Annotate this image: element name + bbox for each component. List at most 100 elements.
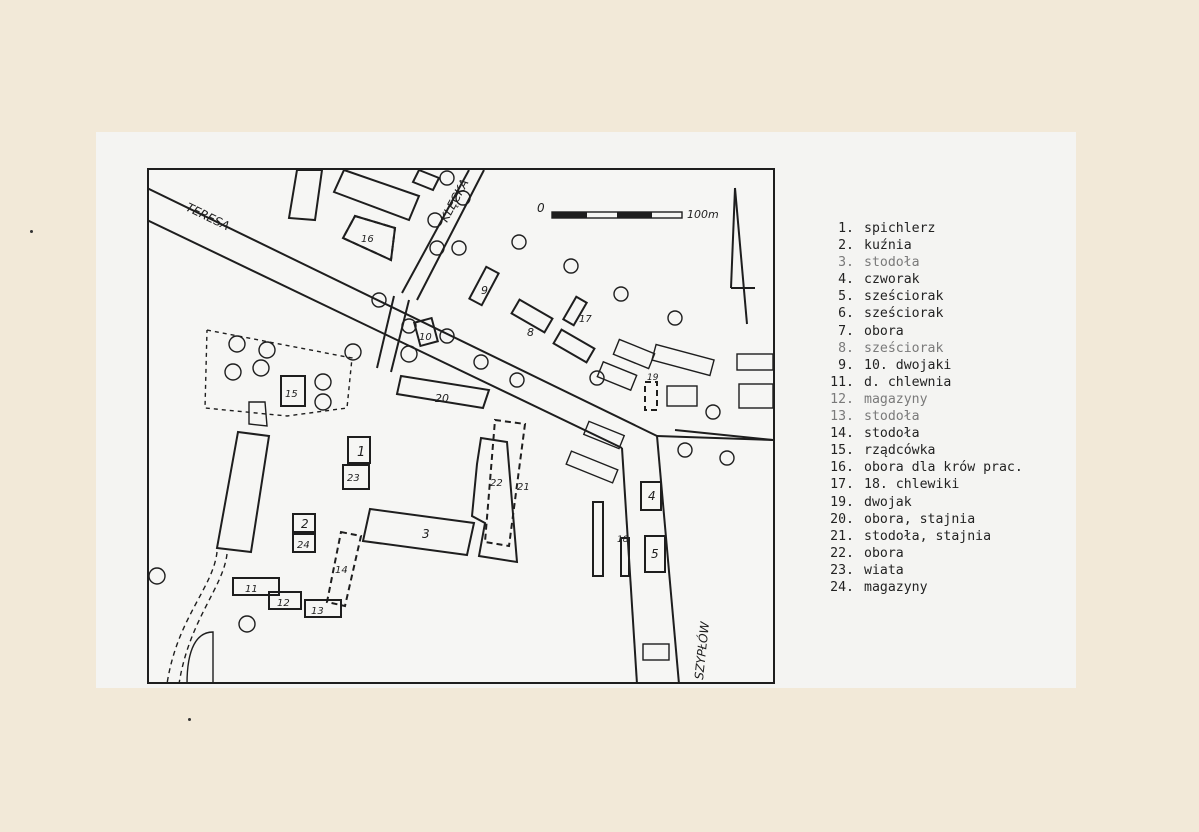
- legend-text: obora: [864, 323, 904, 339]
- dashed-buildings: [325, 214, 658, 608]
- legend-item: 2. kuźnia: [826, 237, 1076, 254]
- legend-number: 12.: [830, 391, 854, 407]
- legend-item: 12. magazyny: [826, 391, 1076, 408]
- building-label: 19: [647, 373, 659, 383]
- building-label: 8: [527, 326, 534, 339]
- legend-item: 7. obora: [826, 323, 1076, 340]
- legend-text: d. chlewnia: [864, 374, 952, 390]
- building-label: 24: [297, 540, 310, 551]
- legend-text: magazyny: [864, 579, 928, 595]
- north-buildings: [287, 168, 441, 262]
- legend-text: obora, stajnia: [864, 511, 976, 527]
- legend-number: 11.: [830, 374, 854, 390]
- road-east: [674, 429, 774, 441]
- legend-number: 19.: [830, 494, 854, 510]
- legend-text: dwojak: [864, 494, 912, 510]
- legend-item: 13. stodoła: [826, 408, 1076, 425]
- legend-number: 14.: [830, 426, 854, 442]
- building-label: 10: [419, 332, 432, 343]
- building-label: 13: [311, 606, 324, 617]
- legend-item: 16.obora dla krów prac.: [826, 459, 1076, 476]
- buildings: [215, 265, 666, 618]
- legend-item: 22. obora: [826, 545, 1076, 562]
- legend-number: 22.: [830, 545, 854, 561]
- legend-text: stodoła, stajnia: [864, 528, 992, 544]
- building-label: 3: [422, 527, 430, 541]
- north-arrow: [730, 187, 755, 325]
- legend-number: 24.: [830, 579, 854, 595]
- speck: [188, 718, 191, 721]
- legend-number: 4.: [838, 272, 854, 288]
- legend-number: 1.: [838, 221, 854, 236]
- map-legend: 1. spichlerz 2. kuźnia 3. stodoła 4. czworak…: [826, 220, 1076, 596]
- legend-number: 23.: [830, 562, 854, 578]
- legend-item: 1. spichlerz: [826, 220, 1076, 237]
- legend-item: 15. rządcówka: [826, 442, 1076, 459]
- legend-number: 2.: [838, 238, 854, 254]
- legend-item: 14. stodoła: [826, 425, 1076, 442]
- legend-number: 3.: [838, 255, 854, 271]
- legend-item: 4. czworak: [826, 271, 1076, 288]
- legend-item: 17. 18. chlewiki: [826, 476, 1076, 493]
- legend-item: 5. sześciorak: [826, 288, 1076, 305]
- legend-text: spichlerz: [864, 221, 936, 236]
- building-label: 1: [357, 445, 365, 460]
- road-south: [376, 295, 410, 373]
- legend-item: 24. magazyny: [826, 579, 1076, 596]
- legend-item: 23. wiata: [826, 562, 1076, 579]
- building-label: 5: [651, 547, 659, 561]
- legend-text: rządcówka: [864, 443, 936, 459]
- footpath: [166, 551, 228, 684]
- legend-text: 10. dwojaki: [864, 357, 952, 373]
- legend-number: 8.: [838, 340, 854, 356]
- outline-houses: [248, 338, 774, 661]
- building-label: 22: [490, 478, 503, 489]
- legend-item: 6. sześciorak: [826, 305, 1076, 322]
- building-label: 11: [245, 584, 258, 595]
- scale-start-label: 0: [537, 201, 545, 215]
- building-label: 4: [648, 489, 656, 503]
- legend-text: magazyny: [864, 391, 928, 407]
- legend-text: stodoła: [864, 255, 920, 271]
- legend-text: czworak: [864, 272, 920, 288]
- pond: [186, 631, 214, 684]
- building-label: 12: [277, 598, 290, 609]
- legend-number: 16.: [830, 460, 854, 476]
- legend-number: 7.: [838, 323, 854, 339]
- legend-number: 17.: [830, 477, 854, 493]
- legend-number: 15.: [830, 443, 854, 459]
- legend-number: 20.: [830, 511, 854, 527]
- legend-text: sześciorak: [864, 340, 944, 356]
- estate-map: TERESA KLĘCKA SZYPŁÓW 0 100m 1 2 3 4 5 8…: [147, 168, 774, 684]
- building-label: 9: [481, 284, 488, 297]
- legend-text: stodoła: [864, 409, 920, 425]
- legend-text: stodoła: [864, 426, 920, 442]
- legend-text: kuźnia: [864, 238, 912, 254]
- legend-item: 9. 10. dwojaki: [826, 357, 1076, 374]
- legend-item: 19. dwojak: [826, 494, 1076, 511]
- legend-number: 6.: [838, 306, 854, 322]
- road-klecka: [401, 169, 485, 301]
- building-label: 16: [361, 234, 374, 245]
- street-label-szyplow: SZYPŁÓW: [691, 620, 712, 680]
- legend-number: 13.: [830, 409, 854, 425]
- building-label: 18: [617, 535, 629, 545]
- legend-number: 5.: [838, 289, 854, 305]
- speck: [30, 230, 33, 233]
- trees: [148, 170, 735, 633]
- legend-text: sześciorak: [864, 306, 944, 322]
- legend-text: obora: [864, 545, 904, 561]
- legend-number: 9.: [838, 357, 854, 373]
- building-label: 2: [301, 517, 309, 531]
- building-label: 21: [517, 482, 530, 493]
- garden-fence: [204, 329, 353, 417]
- building-label: 20: [435, 392, 449, 405]
- legend-text: wiata: [864, 562, 904, 578]
- legend-number: 21.: [830, 528, 854, 544]
- street-label-teresa: TERESA: [184, 200, 232, 233]
- building-label: 14: [335, 565, 348, 576]
- legend-item: 11. d. chlewnia: [826, 374, 1076, 391]
- legend-text: sześciorak: [864, 289, 944, 305]
- legend-item: 21. stodoła, stajnia: [826, 528, 1076, 545]
- legend-text: 18. chlewiki: [864, 477, 960, 493]
